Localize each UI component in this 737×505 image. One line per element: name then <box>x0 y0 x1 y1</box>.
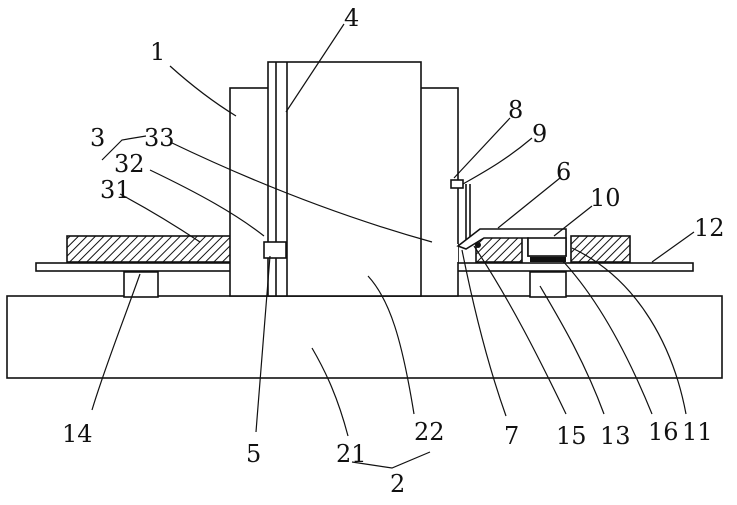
leader-8 <box>454 118 510 178</box>
support-foot-left <box>124 270 158 297</box>
top-clip <box>451 180 463 188</box>
leader-9 <box>463 138 532 184</box>
label-11: 11 <box>682 418 713 446</box>
label-16: 16 <box>648 418 679 446</box>
label-4: 4 <box>344 4 359 32</box>
base-plate <box>7 296 722 378</box>
label-10: 10 <box>590 184 621 212</box>
label-7: 7 <box>504 422 519 450</box>
label-8: 8 <box>508 96 523 124</box>
plate-right <box>420 263 693 271</box>
label-2: 2 <box>390 470 405 498</box>
central-column <box>268 62 421 296</box>
leader-6 <box>498 178 560 228</box>
label-9: 9 <box>532 120 547 148</box>
leader-12 <box>652 232 694 262</box>
label-21: 21 <box>336 440 367 468</box>
label-14: 14 <box>62 420 93 448</box>
label-1: 1 <box>150 38 165 66</box>
label-5: 5 <box>246 440 261 468</box>
label-22: 22 <box>414 418 445 446</box>
leader-1 <box>170 66 236 116</box>
column-gap <box>422 244 458 262</box>
pivot-point <box>475 242 481 248</box>
small-block <box>264 242 286 258</box>
label-32: 32 <box>114 150 145 178</box>
hatched-block-mid <box>476 236 522 262</box>
leader-10 <box>554 206 592 236</box>
support-foot-right <box>530 270 566 297</box>
label-12: 12 <box>694 214 725 242</box>
leader-31 <box>120 194 200 242</box>
slider-block <box>528 238 566 256</box>
label-31: 31 <box>100 176 131 204</box>
label-15: 15 <box>556 422 587 450</box>
label-13: 13 <box>600 422 631 450</box>
label-3: 3 <box>90 124 105 152</box>
label-6: 6 <box>556 158 571 186</box>
hatched-block-right <box>571 236 630 262</box>
label-33: 33 <box>144 124 175 152</box>
